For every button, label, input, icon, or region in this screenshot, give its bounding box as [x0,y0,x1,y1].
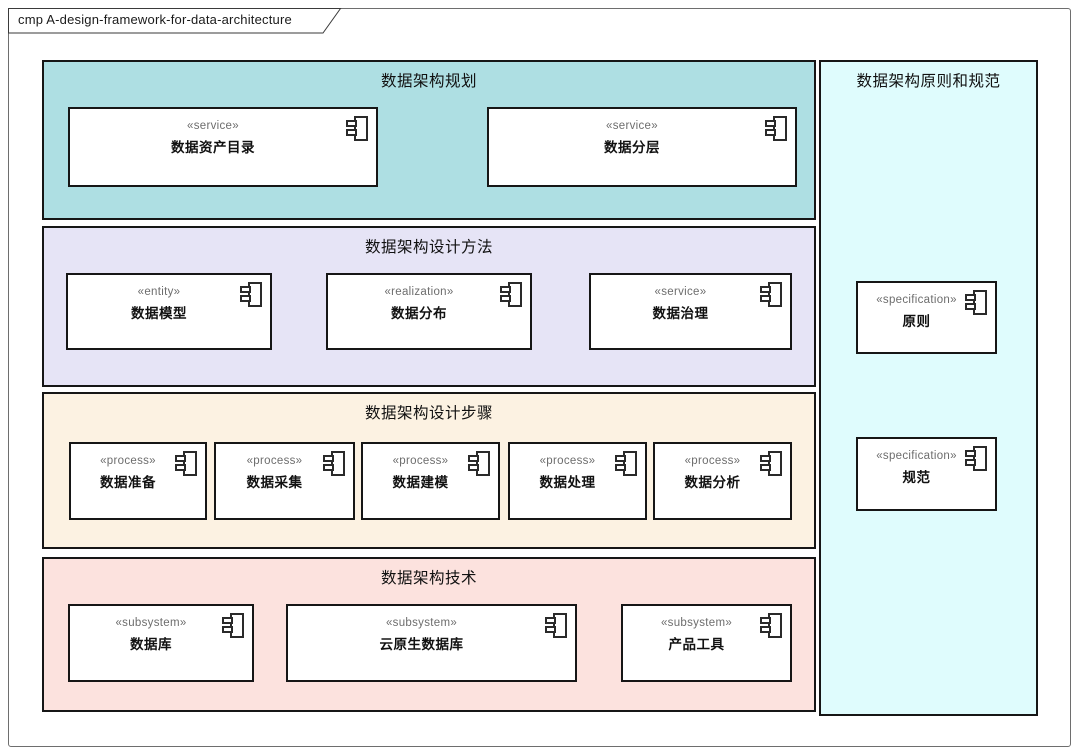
component-data-modeling: «process» 数据建模 [361,442,500,520]
component-data-layering: «service» 数据分层 [487,107,797,187]
component-icon [965,290,987,315]
component-icon [222,613,244,638]
component-data-processing: «process» 数据处理 [508,442,647,520]
component-stereotype: «process» [246,455,303,467]
component-name: 数据准备 [100,475,156,490]
component-name: 数据分布 [391,306,447,321]
section-data-architecture-planning: 数据架构规划 «service» 数据资产目录 «service» 数据分层 [42,60,816,220]
component-data-analysis: «process» 数据分析 [653,442,792,520]
component-icon [175,451,197,476]
component-name: 数据模型 [131,306,187,321]
component-icon [765,116,787,141]
component-stereotype: «service» [606,120,658,132]
section-title: 数据架构规划 [380,73,477,90]
component-name: 数据采集 [246,475,303,490]
component-name: 数据资产目录 [171,140,255,155]
section-design-methods: 数据架构设计方法 «entity» 数据模型 «realization» 数据分… [42,226,816,387]
component-icon [760,613,782,638]
component-icon [323,451,345,476]
diagram-frame-tab: cmp A-design-framework-for-data-architec… [8,8,342,34]
component-data-asset-catalog: «service» 数据资产目录 [68,107,378,187]
component-data-collection: «process» 数据采集 [214,442,355,520]
component-stereotype: «subsystem» [385,617,458,629]
component-stereotype: «process» [100,455,156,467]
component-name: 数据治理 [652,306,709,321]
section-technology: 数据架构技术 «subsystem» 数据库 «subsystem» 云原生数据… [42,557,816,712]
component-stereotype: «service» [654,286,707,298]
component-name: 原则 [902,314,931,329]
component-icon [500,282,522,307]
component-icon [545,613,567,638]
component-icon [760,282,782,307]
frame-tab-shape [8,8,342,34]
component-data-model: «entity» 数据模型 [66,273,272,350]
component-stereotype: «process» [392,455,449,467]
component-data-preparation: «process» 数据准备 [69,442,207,520]
section-title: 数据架构设计方法 [364,239,493,256]
component-stereotype: «process» [539,455,596,467]
panel-principles-and-specs: 数据架构原则和规范 «specification» 原则 «specificat… [819,60,1038,716]
diagram-title: cmp A-design-framework-for-data-architec… [18,12,292,27]
component-specifications: «specification» 规范 [856,437,997,511]
component-icon [346,116,368,141]
component-stereotype: «specification» [876,450,957,462]
component-principles: «specification» 原则 [856,281,997,354]
component-stereotype: «specification» [876,294,957,306]
section-title: 数据架构设计步骤 [364,405,493,422]
component-product-tools: «subsystem» 产品工具 [621,604,792,682]
component-stereotype: «realization» [384,286,454,298]
component-name: 数据分层 [604,140,660,155]
component-database: «subsystem» 数据库 [68,604,254,682]
component-icon [760,451,782,476]
component-stereotype: «service» [187,120,239,132]
component-data-governance: «service» 数据治理 [589,273,792,350]
component-name: 数据分析 [684,475,741,490]
component-stereotype: «subsystem» [660,617,733,629]
component-name: 数据库 [130,637,172,652]
component-name: 云原生数据库 [379,637,464,652]
component-stereotype: «process» [684,455,741,467]
section-design-steps: 数据架构设计步骤 «process» 数据准备 «process» 数据采集 «… [42,392,816,549]
component-icon [965,446,987,471]
component-data-distribution: «realization» 数据分布 [326,273,532,350]
component-icon [468,451,490,476]
component-cloud-native-database: «subsystem» 云原生数据库 [286,604,577,682]
component-icon [615,451,637,476]
component-icon [240,282,262,307]
component-name: 产品工具 [668,637,725,652]
panel-title: 数据架构原则和规范 [856,73,1001,90]
component-name: 规范 [902,470,931,485]
component-name: 数据处理 [539,475,596,490]
component-name: 数据建模 [392,475,449,490]
component-stereotype: «subsystem» [115,617,187,629]
component-stereotype: «entity» [137,286,181,298]
section-title: 数据架构技术 [380,570,477,587]
